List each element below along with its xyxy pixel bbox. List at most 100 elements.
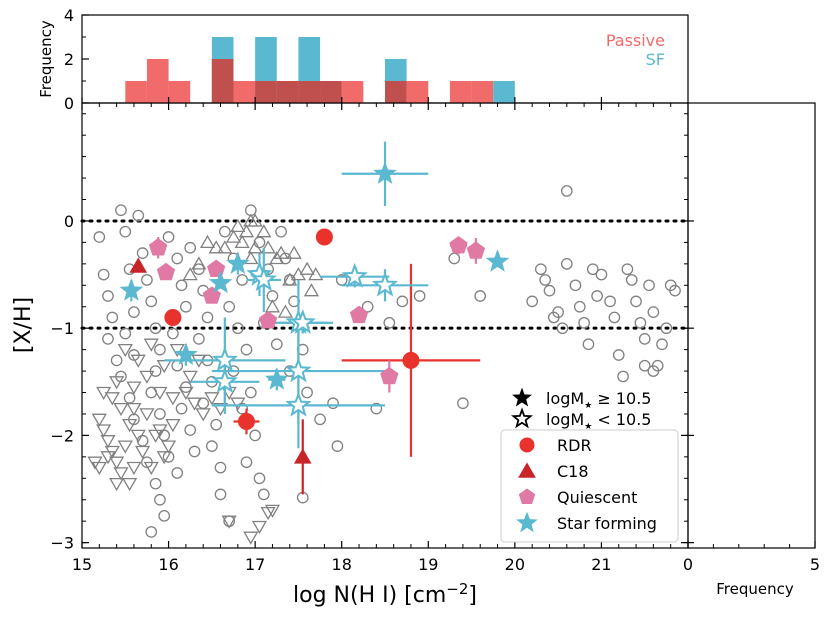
quiescent-marker: [207, 259, 226, 277]
right-x-tick-label: 0: [683, 555, 693, 574]
literature-point: [171, 252, 184, 265]
literature-point: [123, 392, 136, 404]
literature-point: [110, 354, 123, 367]
literature-point: [586, 263, 599, 276]
literature-upper-limit: [182, 370, 198, 384]
literature-upper-limit: [117, 343, 133, 358]
right-x-tick-label: 5: [810, 555, 820, 574]
rdr-marker: [164, 308, 182, 326]
literature-point: [132, 209, 145, 222]
literature-upper-limit: [139, 408, 155, 422]
literature-point: [331, 440, 344, 452]
literature-lower-limit: [199, 234, 216, 249]
literature-point: [149, 322, 162, 335]
literature-point: [634, 316, 647, 329]
literature-point: [201, 311, 214, 324]
literature-point: [543, 284, 556, 297]
rdr-legend-icon: [519, 437, 535, 453]
quiescent-legend-icon: [518, 488, 536, 504]
literature-point: [625, 274, 638, 286]
literature-point: [638, 333, 651, 345]
literature-lower-limit: [256, 224, 272, 238]
literature-upper-limit: [113, 467, 129, 481]
literature-point: [526, 295, 539, 308]
literature-lower-limit: [217, 240, 233, 254]
literature-point: [240, 456, 253, 469]
literature-upper-limit: [143, 338, 159, 352]
literature-point: [184, 241, 197, 254]
literature-point: [240, 343, 253, 356]
star-forming-logm-10-5--marker: [285, 391, 312, 417]
star-forming-logm-10-5--marker: [174, 342, 198, 366]
literature-point: [175, 279, 188, 292]
literature-point: [660, 322, 673, 335]
rdr-marker: [237, 412, 255, 430]
quiescent-marker: [380, 366, 399, 385]
literature-point: [591, 290, 603, 302]
literature-upper-limit: [156, 360, 172, 374]
literature-lower-limit: [260, 240, 276, 254]
top-y-tick-label: 0: [64, 94, 74, 113]
literature-point: [244, 386, 257, 399]
literature-upper-limit: [169, 343, 185, 358]
literature-point: [167, 327, 179, 340]
passive-hist-bar: [146, 59, 169, 103]
c18-marker: [129, 257, 148, 273]
overlap-hist-bar: [276, 81, 299, 103]
mass-legend-label: logM★ < 10.5: [546, 410, 651, 432]
literature-point: [539, 274, 552, 286]
literature-upper-limit: [139, 370, 155, 384]
literature-point: [370, 402, 383, 415]
literature-lower-limit: [286, 245, 302, 259]
literature-lower-limit: [273, 245, 289, 259]
literature-point: [604, 295, 616, 308]
literature-point: [210, 418, 223, 431]
literature-point: [643, 279, 655, 292]
literature-point: [158, 509, 171, 522]
y-tick-label: −3: [50, 534, 74, 553]
literature-point: [608, 311, 621, 324]
literature-point: [93, 231, 106, 243]
star-forming-logm-10-5--marker: [119, 278, 144, 301]
literature-point: [327, 397, 339, 410]
y-axis-label: [X/H]: [11, 297, 36, 353]
literature-point: [141, 274, 153, 286]
literature-lower-limit: [308, 267, 324, 281]
literature-lower-limit: [277, 304, 294, 318]
literature-point: [149, 477, 162, 490]
literature-lower-limit: [191, 256, 207, 270]
top-y-tick-label: 4: [64, 6, 74, 25]
passive-hist-bar: [168, 81, 191, 103]
top-hist-ylabel: Frequency: [37, 20, 55, 98]
literature-point: [552, 306, 564, 318]
literature-point: [236, 274, 249, 286]
literature-upper-limit: [243, 531, 259, 545]
rdr-marker: [402, 351, 420, 369]
right-hist-frame: [687, 102, 816, 549]
literature-point: [154, 343, 166, 356]
x-tick-label: 18: [332, 555, 352, 574]
literature-point: [301, 386, 313, 399]
literature-point: [102, 333, 114, 345]
literature-upper-limit: [100, 435, 116, 449]
literature-point: [573, 300, 586, 313]
quiescent-marker: [449, 235, 468, 254]
right-hist-xlabel: Frequency: [716, 580, 794, 598]
legend-open-star-icon: [510, 407, 534, 429]
literature-upper-limit: [160, 440, 177, 454]
literature-point: [361, 300, 374, 313]
literature-point: [413, 290, 426, 302]
literature-point: [534, 263, 547, 276]
passive-hist-bar: [125, 81, 147, 103]
passive-hist-bar: [406, 81, 429, 103]
literature-lower-limit: [303, 283, 320, 297]
literature-upper-limit: [178, 386, 194, 400]
literature-point: [396, 295, 409, 308]
literature-point: [253, 472, 266, 485]
literature-point: [383, 316, 396, 329]
literature-point: [270, 338, 283, 351]
literature-upper-limit: [143, 461, 159, 476]
y-tick-label: −1: [50, 319, 74, 338]
overlap-hist-bar: [298, 81, 321, 103]
